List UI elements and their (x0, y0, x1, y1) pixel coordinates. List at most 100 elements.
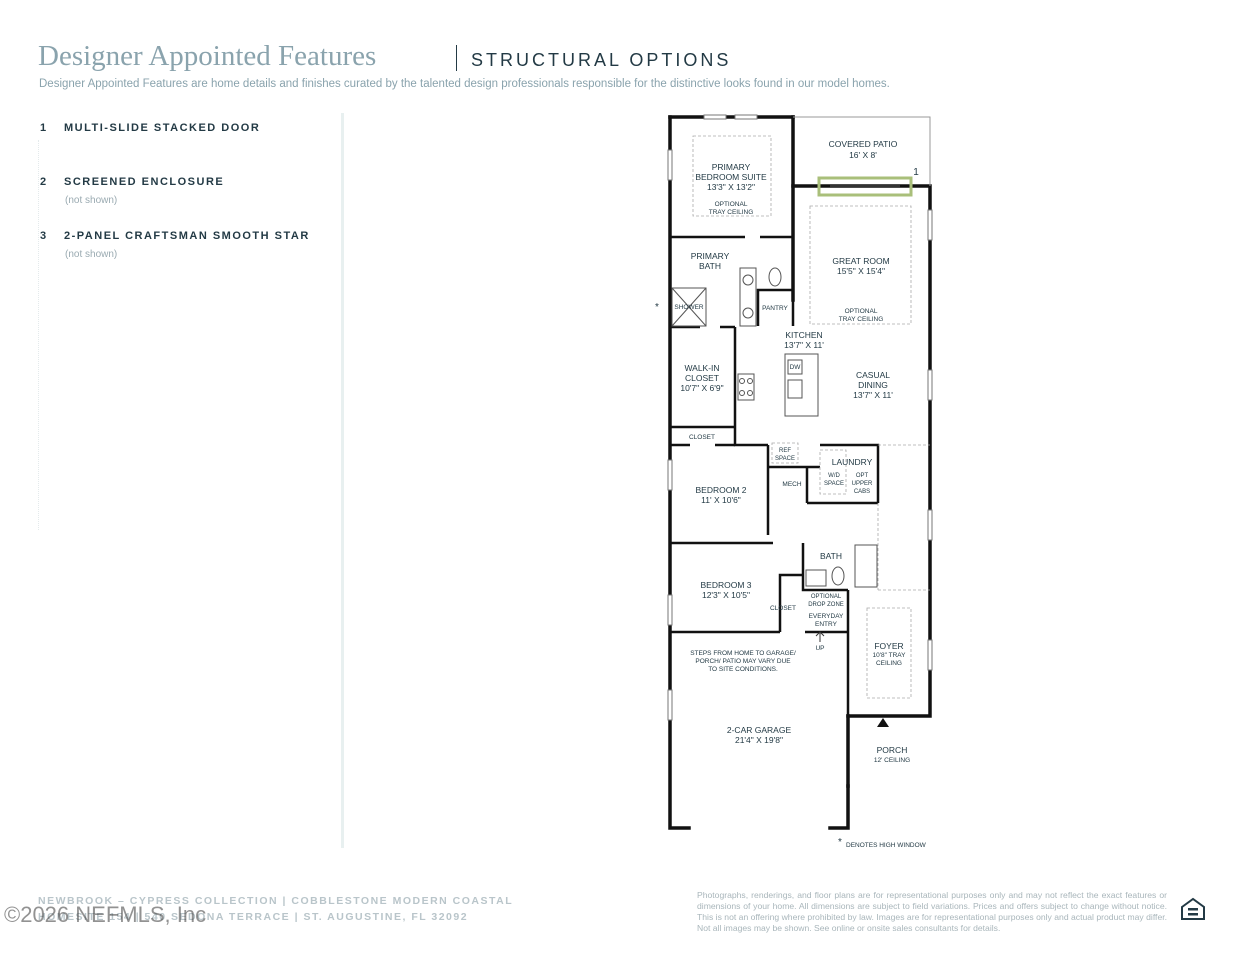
steps-note-3: TO SITE CONDITIONS. (708, 666, 778, 673)
range (737, 373, 755, 401)
window (927, 639, 933, 671)
label-opt-1: OPT (856, 473, 869, 479)
room-porch: PORCH (877, 745, 908, 755)
wall-garage-east (828, 784, 850, 830)
steps-note-2: PORCH/ PATIO MAY VARY DUE (695, 658, 791, 665)
dim-walk-in: 10'7" X 6'9" (680, 383, 723, 393)
room-primary-bedroom-l2: BEDROOM SUITE (695, 172, 767, 182)
label-opt-3: CABS (854, 489, 870, 495)
window (927, 369, 933, 401)
floor-plan-drawing: COVERED PATIO 16' X 8' 1 PRIMARY BEDROOM… (655, 114, 933, 849)
room-casual-dining-l1: CASUAL (856, 370, 890, 380)
wall-pantry (756, 288, 795, 326)
room-primary-bedroom-l1: PRIMARY (712, 162, 751, 172)
title-divider (456, 45, 457, 71)
ref-space (771, 442, 799, 464)
entry-arrow-icon (877, 718, 889, 727)
room-kitchen: KITCHEN (785, 330, 822, 340)
sink (787, 379, 803, 399)
label-closet: CLOSET (689, 434, 715, 441)
room-walk-in-l2: CLOSET (685, 373, 719, 383)
dim-bedroom3: 12'3" X 10'5" (702, 590, 750, 600)
opt-tray-great-1: OPTIONAL (845, 308, 878, 315)
page-title: Designer Appointed Features (38, 40, 377, 72)
wall-mech (805, 467, 878, 505)
room-primary-bath-l1: PRIMARY (691, 251, 730, 261)
tray-ceiling-primary (692, 135, 772, 217)
wall-bath (801, 543, 848, 592)
window (703, 114, 727, 120)
room-bath: BATH (820, 551, 842, 561)
room-garage: 2-CAR GARAGE (727, 725, 792, 735)
feature-note: (not shown) (65, 249, 118, 260)
window (667, 149, 673, 181)
steps-note-1: STEPS FROM HOME TO GARAGE/ (690, 650, 796, 657)
label-ref-2: SPACE (775, 456, 795, 462)
feature-item-1: 1 MULTI-SLIDE STACKED DOOR (40, 118, 260, 136)
feature-number: 3 (40, 230, 47, 242)
label-up: UP (815, 645, 824, 652)
room-foyer: FOYER (874, 641, 903, 651)
page-subtitle: STRUCTURAL OPTIONS (471, 50, 732, 70)
room-covered-patio: COVERED PATIO (829, 139, 898, 149)
patio-outline (793, 116, 931, 186)
room-walk-in-l1: WALK-IN (684, 363, 719, 373)
label-porch-ceiling: 12' CEILING (874, 757, 910, 764)
feature-item-2: 2 SCREENED ENCLOSURE (not shown) (40, 172, 224, 206)
label-wd-2: SPACE (824, 481, 844, 487)
label-dw: DW (790, 364, 802, 371)
floor-plan: COVERED PATIO 16' X 8' 1 PRIMARY BEDROOM… (640, 100, 950, 865)
feature-name: MULTI-SLIDE STACKED DOOR (64, 122, 261, 134)
room-bedroom2: BEDROOM 2 (695, 485, 746, 495)
label-drop-2: DROP ZONE (808, 602, 844, 608)
room-primary-bath-l2: BATH (699, 261, 721, 271)
equal-housing-opportunity-icon (1179, 895, 1207, 928)
multi-slide-door-highlight (817, 176, 913, 197)
legend-asterisk: * (838, 837, 842, 848)
feature-number: 1 (40, 122, 47, 134)
label-drop-1: OPTIONAL (811, 594, 842, 600)
wall-west (668, 115, 691, 830)
window (667, 689, 673, 721)
window (927, 509, 933, 541)
room-bedroom3: BEDROOM 3 (700, 580, 751, 590)
window (927, 209, 933, 241)
dim-bedroom2: 11' X 10'6" (701, 495, 741, 505)
high-window-asterisk: * (655, 302, 659, 313)
feature-list-guide (38, 140, 40, 530)
label-closet2: CLOSET (770, 605, 796, 612)
feature-name: SCREENED ENCLOSURE (64, 176, 225, 188)
option-marker-1: 1 (913, 167, 919, 178)
label-shower: SHOWER (674, 304, 704, 311)
high-window-note: DENOTES HIGH WINDOW (846, 842, 927, 849)
window (734, 114, 758, 120)
opt-tray-2: TRAY CEILING (709, 209, 754, 216)
bath-sink (805, 569, 827, 587)
footer-collection: NEWBROOK – CYPRESS COLLECTION | COBBLEST… (38, 895, 514, 907)
wd-space (819, 449, 847, 495)
disclaimer: Photographs, renderings, and floor plans… (697, 890, 1167, 933)
room-laundry: LAUNDRY (832, 457, 873, 467)
footer-address: HOMESITE 154 | 540 SEDONA TERRACE | ST. … (38, 911, 469, 923)
window (667, 594, 673, 626)
opt-tray-great-2: TRAY CEILING (839, 316, 884, 323)
dim-primary-bedroom: 13'3" X 13'2" (707, 182, 755, 192)
label-pantry: PANTRY (762, 305, 788, 312)
dim-garage: 21'4" X 19'8" (735, 735, 783, 745)
label-mech: MECH (782, 481, 801, 488)
label-foyer-2: CEILING (876, 660, 902, 667)
dim-casual-dining: 13'7" X 11' (853, 390, 893, 400)
label-entry-2: ENTRY (815, 621, 838, 628)
up-arrow-icon (815, 631, 825, 642)
label-ref-1: REF (779, 448, 791, 454)
opt-tray-1: OPTIONAL (715, 201, 748, 208)
wall-closet2 (778, 573, 803, 632)
feature-note: (not shown) (65, 195, 118, 206)
bathtub (854, 544, 878, 588)
window (667, 459, 673, 491)
label-opt-2: UPPER (852, 481, 873, 487)
column-divider (341, 113, 344, 848)
feature-number: 2 (40, 176, 47, 188)
bath-toilet (831, 566, 845, 586)
